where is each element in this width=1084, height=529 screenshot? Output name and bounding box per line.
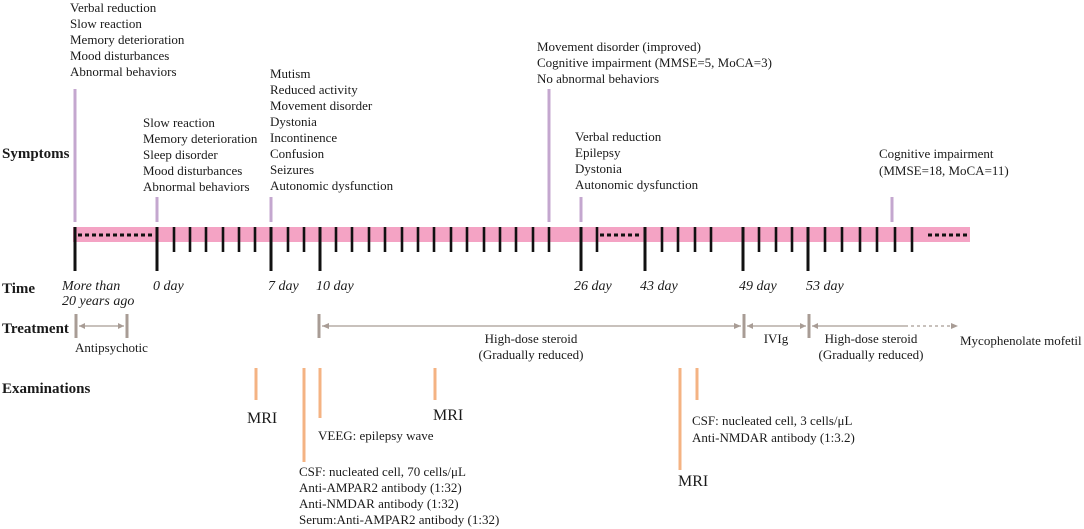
symptom-line: Autonomic dysfunction — [575, 177, 699, 192]
exam-label-csf-1: CSF: nucleated cell, 70 cells/μL — [299, 464, 466, 479]
symptom-line: Confusion — [270, 146, 325, 161]
symptom-line: Slow reaction — [143, 115, 215, 130]
time-label-53-day: 53 day — [806, 279, 845, 294]
symptom-line: Mood disturbances — [70, 48, 169, 63]
exam-labels: MRI CSF: nucleated cell, 70 cells/μL Ant… — [247, 407, 855, 527]
symptom-line: Memory deterioration — [143, 131, 258, 146]
treatment-labels: Antipsychotic High-dose steroid (Gradual… — [75, 331, 1082, 362]
time-label-7-day: 7 day — [268, 279, 300, 294]
symptom-line: Abnormal behaviors — [143, 179, 250, 194]
symptom-group-4: Movement disorder (improved) Cognitive i… — [537, 39, 772, 86]
exam-label-csf-2: CSF: nucleated cell, 3 cells/μL — [692, 413, 852, 428]
timeline-band — [73, 227, 970, 242]
arrow-head-right — [734, 323, 741, 329]
symptom-group-5: Verbal reduction Epilepsy Dystonia Auton… — [575, 129, 699, 192]
symptom-line: Autonomic dysfunction — [270, 178, 394, 193]
time-label-more-than: More than — [61, 279, 120, 294]
symptom-line: (MMSE=18, MoCA=11) — [879, 163, 1009, 178]
time-label-49-day: 49 day — [739, 279, 778, 294]
treatment-label-steroid-note: (Gradually reduced) — [478, 347, 583, 362]
time-label-26-day: 26 day — [574, 279, 613, 294]
arrow-head-right — [118, 323, 124, 329]
symptom-markers — [73, 89, 894, 222]
time-label-0-day: 0 day — [153, 279, 185, 294]
exam-label-mri-1: MRI — [247, 410, 277, 427]
exam-label-ampar2: Anti-AMPAR2 antibody (1:32) — [299, 480, 462, 495]
symptom-line: Movement disorder (improved) — [537, 39, 701, 54]
arrow-head-left — [79, 323, 85, 329]
time-label-43-day: 43 day — [640, 279, 679, 294]
symptom-line: Verbal reduction — [575, 129, 662, 144]
treatment-brackets — [74, 314, 958, 338]
symptom-line: Reduced activity — [270, 82, 358, 97]
symptom-line: Sleep disorder — [143, 147, 218, 162]
time-label-20-years-ago: 20 years ago — [62, 294, 134, 309]
exam-markers — [254, 368, 699, 470]
symptom-line: Mutism — [270, 66, 310, 81]
symptom-line: Cognitive impairment (MMSE=5, MoCA=3) — [537, 55, 772, 70]
symptom-line: Dystonia — [270, 114, 317, 129]
symptom-line: Seizures — [270, 162, 314, 177]
symptom-line: Epilepsy — [575, 145, 621, 160]
arrow-head-left — [747, 323, 753, 329]
treatment-label-mycophenolate: Mycophenolate mofetil — [960, 333, 1082, 348]
arrow-head-right — [800, 323, 806, 329]
symptom-group-6: Cognitive impairment (MMSE=18, MoCA=11) — [879, 146, 1009, 178]
exam-label-mri-2: MRI — [433, 407, 463, 424]
symptom-line: Mood disturbances — [143, 163, 242, 178]
treatment-label-ivig: IVIg — [764, 331, 789, 346]
arrow-head-right — [951, 323, 958, 329]
symptom-line: Cognitive impairment — [879, 146, 994, 161]
timeline-ticks — [73, 227, 914, 271]
row-label-time: Time — [2, 281, 35, 297]
arrow-head-left — [812, 323, 818, 329]
row-label-treatment: Treatment — [2, 321, 69, 337]
symptom-line: Verbal reduction — [70, 0, 157, 15]
treatment-label-antipsychotic: Antipsychotic — [75, 340, 148, 355]
time-label-10-day: 10 day — [316, 279, 355, 294]
time-labels: More than 20 years ago 0 day 7 day 10 da… — [61, 279, 845, 309]
exam-label-veeg: VEEG: epilepsy wave — [318, 428, 434, 443]
row-label-examinations: Examinations — [2, 381, 91, 397]
exam-label-nmdar-2: Anti-NMDAR antibody (1:3.2) — [692, 430, 855, 445]
treatment-label-steroid-2: High-dose steroid — [825, 331, 918, 346]
symptom-group-2: Slow reaction Memory deterioration Sleep… — [143, 115, 258, 194]
row-label-symptoms: Symptoms — [2, 146, 70, 162]
symptom-line: Abnormal behaviors — [70, 64, 177, 79]
arrow-head-left — [322, 323, 329, 329]
exam-label-serum: Serum:Anti-AMPAR2 antibody (1:32) — [299, 512, 499, 527]
exam-label-mri-3: MRI — [678, 473, 708, 490]
symptom-group-1: Verbal reduction Slow reaction Memory de… — [70, 0, 185, 79]
symptom-line: Memory deterioration — [70, 32, 185, 47]
symptom-group-3: Mutism Reduced activity Movement disorde… — [270, 66, 394, 193]
exam-label-nmdar: Anti-NMDAR antibody (1:32) — [299, 496, 459, 511]
symptom-line: Dystonia — [575, 161, 622, 176]
treatment-label-steroid-2-note: (Gradually reduced) — [818, 347, 923, 362]
symptom-line: Movement disorder — [270, 98, 373, 113]
treatment-label-steroid: High-dose steroid — [485, 331, 578, 346]
symptom-line: Slow reaction — [70, 16, 142, 31]
symptom-line: No abnormal behaviors — [537, 71, 659, 86]
symptom-line: Incontinence — [270, 130, 337, 145]
